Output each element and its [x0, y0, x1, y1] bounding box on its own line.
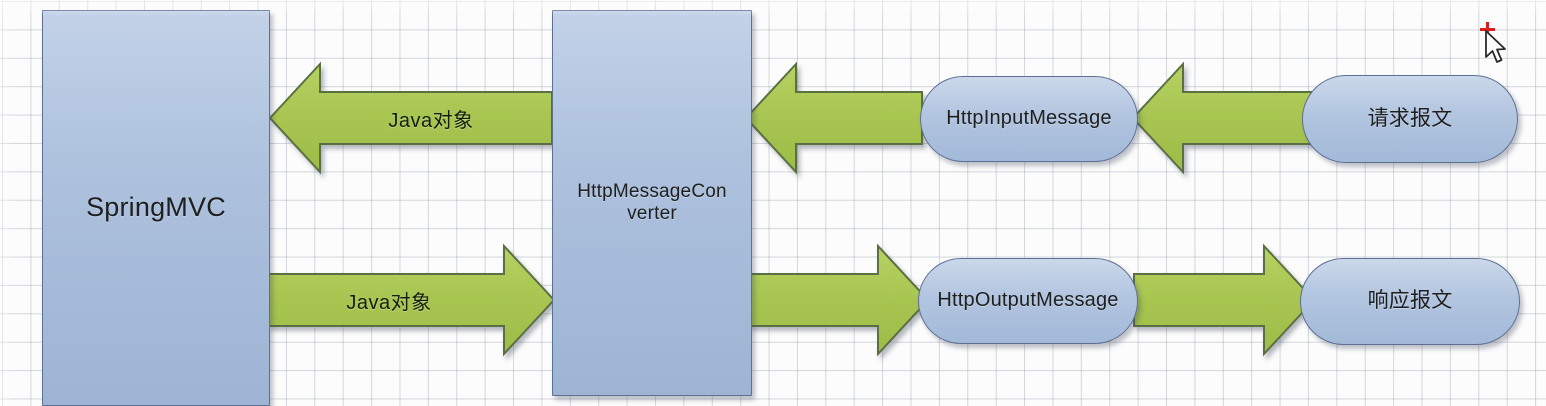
arrow-request-in [1131, 61, 1312, 175]
arrow-java-object-out: Java对象 [267, 243, 556, 357]
arrow-left-shape [1131, 61, 1312, 175]
node-springmvc[interactable]: SpringMVC [42, 10, 270, 406]
node-response-message[interactable]: 响应报文 [1300, 258, 1520, 345]
arrow-left-shape [744, 61, 923, 175]
arrow-converter-in [744, 61, 923, 175]
node-httpmessageconverter-label-line1: HttpMessageCon [577, 180, 727, 202]
node-httpinputmessage-label: HttpInputMessage [946, 107, 1112, 130]
arrow-converter-out [747, 243, 930, 357]
node-request-message[interactable]: 请求报文 [1302, 75, 1518, 163]
node-httpmessageconverter[interactable]: HttpMessageCon verter [552, 10, 752, 396]
arrow-label-java-object-in: Java对象 [388, 109, 474, 132]
node-httpinputmessage[interactable]: HttpInputMessage [920, 76, 1138, 162]
node-httpmessageconverter-label-line2: verter [627, 203, 677, 224]
arrow-right-shape [747, 243, 930, 357]
arrow-java-object-in: Java对象 [268, 61, 553, 175]
node-httpoutputmessage-label: HttpOutputMessage [937, 289, 1119, 312]
node-response-message-label: 响应报文 [1367, 289, 1453, 313]
arrow-label-java-object-out: Java对象 [346, 291, 432, 314]
arrow-response-out [1133, 243, 1316, 357]
node-httpoutputmessage[interactable]: HttpOutputMessage [918, 258, 1138, 344]
arrow-right-shape [1133, 243, 1316, 357]
node-request-message-label: 请求报文 [1367, 106, 1453, 130]
node-springmvc-label: SpringMVC [86, 192, 226, 223]
